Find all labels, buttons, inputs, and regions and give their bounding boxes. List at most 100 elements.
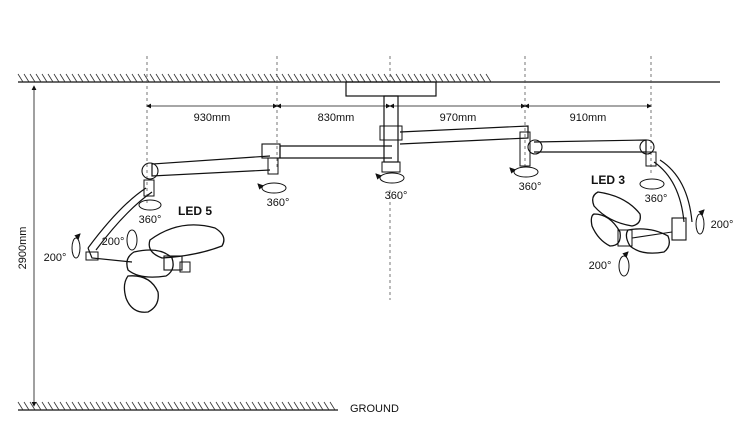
ceiling-hatch-mark bbox=[365, 73, 372, 83]
ground-hatch-mark bbox=[227, 401, 234, 411]
ceiling-hatch-mark bbox=[239, 73, 246, 83]
ceiling-hatch-mark bbox=[95, 73, 102, 83]
ground-hatch-mark bbox=[53, 401, 60, 411]
ceiling-hatch-mark bbox=[467, 73, 474, 83]
ground-hatch-mark bbox=[323, 401, 330, 411]
ceiling-hatch-mark bbox=[311, 73, 318, 83]
ground-hatch-mark bbox=[305, 401, 312, 411]
ground-hatch-mark bbox=[239, 401, 246, 411]
ground-hatch-mark bbox=[47, 401, 54, 411]
ground-hatch-mark bbox=[23, 401, 30, 411]
ceiling-hatch-mark bbox=[407, 73, 414, 83]
ground-hatch-mark bbox=[197, 401, 204, 411]
ceiling-hatch-mark bbox=[191, 73, 198, 83]
ground-hatch-mark bbox=[203, 401, 210, 411]
ground-hatch-mark bbox=[137, 401, 144, 411]
led5-lamp-head bbox=[123, 224, 225, 313]
ceiling-hatch-mark bbox=[377, 73, 384, 83]
ceiling-hatch-mark bbox=[221, 73, 228, 83]
ceiling-hatch-mark bbox=[71, 73, 78, 83]
ceiling-hatch-mark bbox=[317, 73, 324, 83]
ceiling-hatch-mark bbox=[389, 73, 396, 83]
ceiling bbox=[17, 73, 720, 83]
rotation-label-right-joint-2: 360° bbox=[645, 193, 668, 205]
ground-hatch-mark bbox=[71, 401, 78, 411]
ceiling-hatch-mark bbox=[431, 73, 438, 83]
ground-hatch-mark bbox=[245, 401, 252, 411]
ceiling-hatch-mark bbox=[371, 73, 378, 83]
ceiling-hatch-mark bbox=[335, 73, 342, 83]
ceiling-mount bbox=[345, 81, 437, 173]
ceiling-hatch-mark bbox=[449, 73, 456, 83]
ground-hatch-mark bbox=[257, 401, 264, 411]
ceiling-hatch-mark bbox=[149, 73, 156, 83]
span-910-label: 910mm bbox=[570, 112, 607, 124]
ceiling-hatch-mark bbox=[395, 73, 402, 83]
ground-hatch-mark bbox=[89, 401, 96, 411]
ground-hatch-mark bbox=[65, 401, 72, 411]
ceiling-hatch-mark bbox=[161, 73, 168, 83]
ceiling-hatch-mark bbox=[23, 73, 30, 83]
ceiling-hatch-mark bbox=[53, 73, 60, 83]
ceiling-hatch-mark bbox=[227, 73, 234, 83]
ceiling-hatch-mark bbox=[113, 73, 120, 83]
ceiling-hatch-mark bbox=[329, 73, 336, 83]
ceiling-hatch-mark bbox=[125, 73, 132, 83]
ground-hatch-mark bbox=[173, 401, 180, 411]
rotation-label-left-joint-1: 360° bbox=[267, 197, 290, 209]
ceiling-hatch-mark bbox=[107, 73, 114, 83]
ceiling-hatch-mark bbox=[17, 73, 24, 83]
ceiling-hatch-mark bbox=[119, 73, 126, 83]
ceiling-hatch-mark bbox=[77, 73, 84, 83]
ceiling-hatch-mark bbox=[203, 73, 210, 83]
ground-hatch-mark bbox=[131, 401, 138, 411]
ground-line bbox=[17, 401, 338, 411]
ceiling-hatch-mark bbox=[305, 73, 312, 83]
ground-hatch-mark bbox=[281, 401, 288, 411]
ground-hatch-mark bbox=[209, 401, 216, 411]
right-arm bbox=[399, 125, 693, 241]
rotation-label-right-joint-1: 360° bbox=[519, 181, 542, 193]
ground-hatch-mark bbox=[77, 401, 84, 411]
ceiling-hatch-mark bbox=[143, 73, 150, 83]
ceiling-hatch-mark bbox=[233, 73, 240, 83]
ceiling-hatch-mark bbox=[197, 73, 204, 83]
ground-hatch-mark bbox=[59, 401, 66, 411]
ceiling-hatch-mark bbox=[425, 73, 432, 83]
ceiling-hatch-mark bbox=[245, 73, 252, 83]
guide-lines bbox=[146, 56, 652, 300]
led5-label: LED 5 bbox=[178, 204, 212, 218]
ceiling-hatch-mark bbox=[401, 73, 408, 83]
ceiling-hatch-mark bbox=[47, 73, 54, 83]
ground-hatch-mark bbox=[35, 401, 42, 411]
ground-hatch-mark bbox=[269, 401, 276, 411]
ceiling-hatch-mark bbox=[347, 73, 354, 83]
ground-hatch-mark bbox=[95, 401, 102, 411]
ground-label: GROUND bbox=[350, 403, 399, 415]
ground-hatch-mark bbox=[17, 401, 24, 411]
ground-hatch-mark bbox=[263, 401, 270, 411]
ceiling-hatch-mark bbox=[65, 73, 72, 83]
ceiling-hatch-mark bbox=[35, 73, 42, 83]
ground-hatch-mark bbox=[143, 401, 150, 411]
left-arm bbox=[85, 143, 392, 263]
ceiling-hatch-mark bbox=[383, 73, 390, 83]
ceiling-hatch-mark bbox=[461, 73, 468, 83]
ground-hatch-mark bbox=[275, 401, 282, 411]
ceiling-hatch-mark bbox=[155, 73, 162, 83]
ceiling-hatch-mark bbox=[287, 73, 294, 83]
led3-lamp-head bbox=[590, 191, 673, 254]
ceiling-hatch-mark bbox=[419, 73, 426, 83]
ceiling-hatch-mark bbox=[455, 73, 462, 83]
ground-hatch-mark bbox=[251, 401, 258, 411]
rotation-label-left-joint-2: 360° bbox=[139, 214, 162, 226]
ground-hatch-mark bbox=[107, 401, 114, 411]
ceiling-hatch-mark bbox=[215, 73, 222, 83]
ceiling-hatch-mark bbox=[299, 73, 306, 83]
ground-hatch-mark bbox=[83, 401, 90, 411]
rotation-label-center-joint: 360° bbox=[385, 190, 408, 202]
ceiling-hatch-mark bbox=[131, 73, 138, 83]
ceiling-hatch-mark bbox=[359, 73, 366, 83]
ceiling-hatch-mark bbox=[59, 73, 66, 83]
